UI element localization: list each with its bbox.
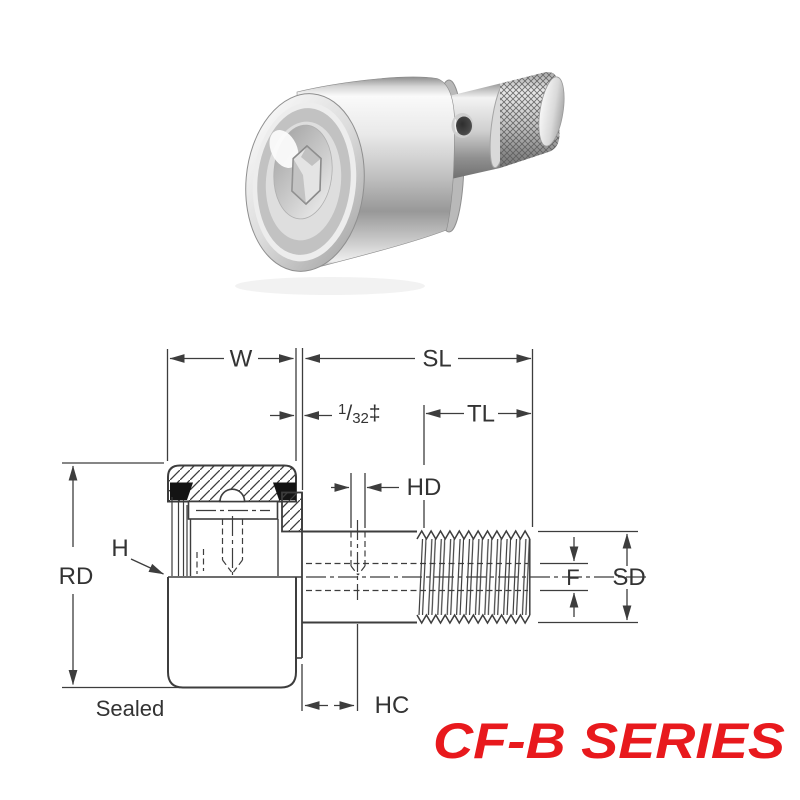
- dim-sd: SD: [538, 530, 646, 624]
- dim-sl: SL: [305, 346, 534, 527]
- dim-hc: HC: [301, 624, 410, 719]
- ground-shadow: [235, 277, 425, 295]
- stud-flange-hatched: [281, 491, 303, 533]
- dim-tl: TL: [423, 401, 532, 528]
- grease-hole-hidden: [350, 520, 366, 600]
- hex-socket-shade-left: [292, 158, 306, 204]
- technical-drawing: W SL 1/32‡ TL: [59, 346, 646, 721]
- thread-crests-top: [416, 529, 531, 541]
- bearing-hidden-lines: [196, 516, 244, 575]
- dim-label-sd: SD: [612, 564, 645, 591]
- bearing-outside-lower: [167, 577, 297, 689]
- dim-label-h: H: [111, 535, 128, 562]
- dim-label-tl: TL: [467, 401, 495, 428]
- face-highlight: [269, 130, 299, 168]
- thread-crests-bottom: [416, 613, 531, 625]
- roller-end-bump: [219, 488, 246, 503]
- outer-ring-hatched: [167, 464, 297, 503]
- dim-label-float: 1/32‡: [338, 401, 381, 427]
- bearing-section: [167, 464, 303, 689]
- dim-label-w: W: [230, 346, 253, 373]
- grease-hole: [456, 116, 472, 136]
- product-photo: [235, 72, 565, 295]
- dim-hd: HD: [331, 473, 441, 528]
- grease-hole-highlight: [454, 119, 458, 133]
- dim-h: H: [111, 535, 164, 575]
- sealed-note: Sealed: [96, 696, 165, 721]
- stud-section: [302, 520, 646, 625]
- dim-label-rd: RD: [59, 563, 94, 590]
- dim-rd: RD: [59, 462, 180, 689]
- dim-f: F: [540, 537, 588, 617]
- dim-float: 1/32‡: [270, 348, 381, 490]
- dim-label-f: F: [566, 565, 579, 590]
- dim-label-sl: SL: [422, 346, 451, 373]
- stud-end-cap: [538, 76, 565, 147]
- seal-left: [170, 482, 193, 500]
- stud-shank: [449, 83, 500, 179]
- dim-label-hd: HD: [407, 474, 442, 501]
- series-title: CF-B SERIES: [433, 713, 785, 769]
- bearing-inner-lines: [171, 497, 279, 576]
- hex-socket-shade-top: [301, 146, 321, 166]
- dim-label-hc: HC: [375, 692, 410, 719]
- dim-w: W: [166, 346, 294, 461]
